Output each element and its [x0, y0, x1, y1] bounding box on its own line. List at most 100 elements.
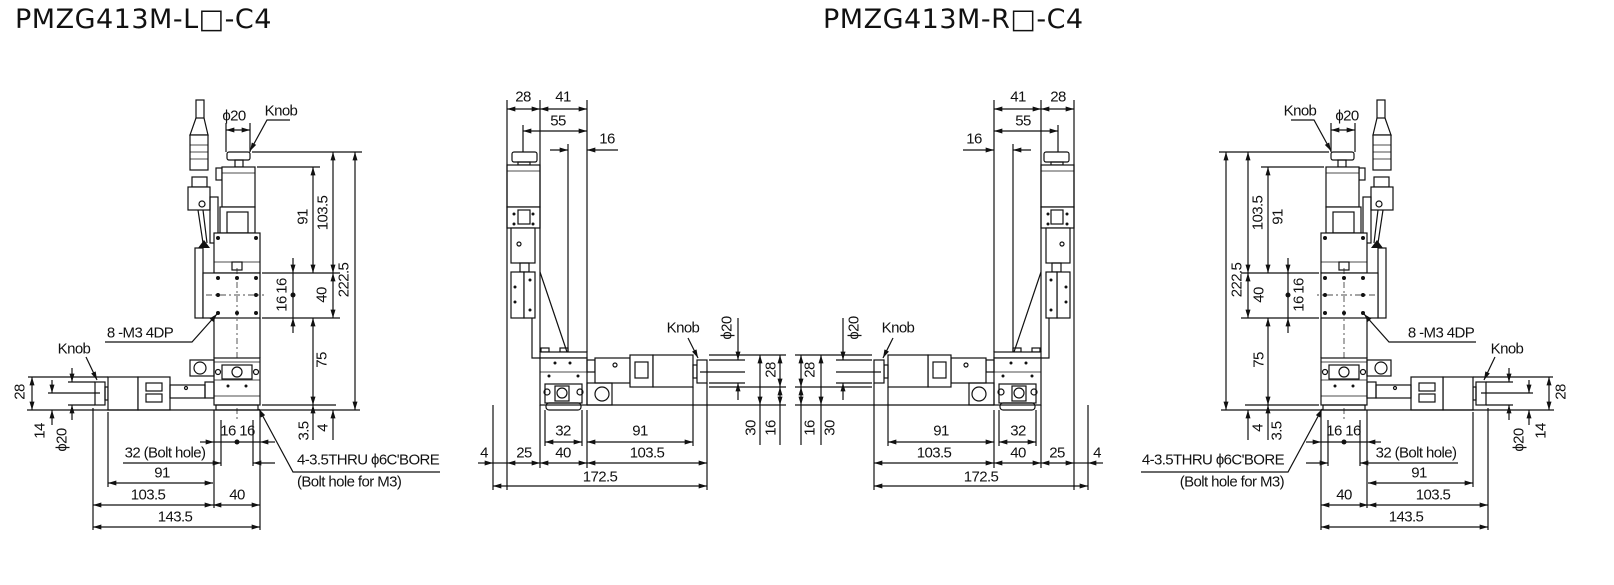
left-front-d3-5-label: 3.5	[296, 421, 313, 440]
right-front-d28-label: 28	[1553, 384, 1570, 400]
front-view-stage	[1317, 99, 1487, 420]
right-front-d222-5-label: 222.5	[1229, 262, 1246, 297]
right-side-knob-dia-label: ϕ20	[846, 316, 863, 340]
side-view-dimensions	[478, 100, 786, 490]
left-side-knob-label: Knob	[667, 320, 700, 337]
tapped-holes	[216, 276, 258, 315]
side-view-stage	[506, 151, 708, 411]
left-front-d14-label: 14	[32, 423, 49, 439]
cable	[1376, 99, 1386, 119]
right-side-b40-label: 40	[1010, 445, 1026, 462]
left-front-knob2-label: Knob	[58, 341, 91, 358]
right-side-t41-label: 41	[1010, 89, 1026, 106]
front-view-dimensions	[27, 119, 440, 530]
right-front-h40-label: 40	[1336, 487, 1352, 504]
right-front-d91-label: 91	[1270, 209, 1287, 225]
right-front-h143-5-label: 143.5	[1389, 509, 1424, 526]
left-front-bolt32-label: 32 (Bolt hole)	[125, 445, 206, 462]
left-front-h40-label: 40	[229, 487, 245, 504]
right-front-knob2-label: Knob	[1491, 341, 1524, 358]
motor	[221, 166, 256, 208]
left-side-b103-5-label: 103.5	[630, 445, 665, 462]
left-front-thru-label: 4-3.5THRU ϕ6C'BORE	[297, 452, 440, 469]
right-front-knob-label: Knob	[1284, 103, 1317, 120]
right-side-knob-label: Knob	[882, 320, 915, 337]
left-front-d91-label: 91	[295, 209, 312, 225]
right-side-r28-label: 28	[802, 362, 819, 378]
right-front-tapped-label: 8 -M3 4DP	[1408, 325, 1475, 342]
right-type-drawing	[795, 99, 1554, 530]
left-front-d28-label: 28	[12, 384, 29, 400]
left-front-h16a-label: 16	[220, 423, 236, 440]
left-front-d103-5-label: 103.5	[315, 195, 332, 230]
left-front-d75-label: 75	[314, 352, 331, 368]
right-side-b25-label: 25	[1049, 445, 1065, 462]
right-side-r16-label: 16	[802, 420, 819, 436]
right-front-d16a-label: 16	[1291, 296, 1308, 312]
left-side-b172-5-label: 172.5	[583, 469, 618, 486]
left-front-h16b-label: 16	[239, 423, 255, 440]
right-front-d3-5-label: 3.5	[1269, 421, 1286, 440]
right-front-d75-label: 75	[1251, 352, 1268, 368]
left-side-r28-label: 28	[763, 362, 780, 378]
knob	[1330, 151, 1355, 161]
right-side-b103-5-label: 103.5	[917, 445, 952, 462]
front-view-stage	[94, 99, 264, 420]
left-front-d16b-label: 16	[274, 278, 291, 294]
right-front-knob-dia-label: ϕ20	[1335, 108, 1359, 125]
left-front-h91-label: 91	[154, 465, 170, 482]
right-front-thru-note-label: (Bolt hole for M3)	[1180, 474, 1285, 491]
right-front-d14-label: 14	[1533, 423, 1550, 439]
lower-motor	[107, 376, 139, 411]
left-side-b40-label: 40	[555, 445, 571, 462]
right-front-h16a-label: 16	[1345, 423, 1361, 440]
right-front-d103-5-label: 103.5	[1250, 195, 1267, 230]
right-front-d40-label: 40	[1251, 287, 1268, 303]
right-front-knob2-dia-label: ϕ20	[1511, 428, 1528, 452]
left-front-knob-label: Knob	[265, 103, 298, 120]
left-type-drawing	[27, 99, 786, 530]
right-side-t28-label: 28	[1050, 89, 1066, 106]
right-side-b32-label: 32	[1010, 423, 1026, 440]
left-side-b25-label: 25	[516, 445, 532, 462]
left-side-t28-label: 28	[515, 89, 531, 106]
right-front-d16b-label: 16	[1291, 278, 1308, 294]
left-side-t16-label: 16	[599, 131, 615, 148]
right-side-t16-label: 16	[966, 131, 982, 148]
left-front-d222-5-label: 222.5	[336, 262, 353, 297]
left-front-thru-note-label: (Bolt hole for M3)	[297, 474, 402, 491]
left-front-h103-5-label: 103.5	[131, 487, 166, 504]
left-side-r30-label: 30	[743, 420, 760, 436]
left-model-title: PMZG413M-L□-C4	[15, 4, 272, 35]
left-side-t41-label: 41	[555, 89, 571, 106]
top-table	[202, 272, 261, 319]
left-side-b32-label: 32	[555, 423, 571, 440]
right-side-r30-label: 30	[822, 420, 839, 436]
left-side-b4-label: 4	[480, 445, 488, 462]
left-side-t55-label: 55	[550, 113, 566, 130]
left-front-d16a-label: 16	[274, 296, 291, 312]
right-front-h103-5-label: 103.5	[1416, 487, 1451, 504]
left-front-knob-dia-label: ϕ20	[222, 108, 246, 125]
right-front-h16b-label: 16	[1326, 423, 1342, 440]
left-front-h143-5-label: 143.5	[158, 509, 193, 526]
knob	[226, 151, 251, 161]
right-side-b91-label: 91	[933, 423, 949, 440]
front-view-dimensions	[1141, 119, 1554, 530]
side-view-stage	[873, 151, 1075, 411]
right-model-title: PMZG413M-R□-C4	[823, 4, 1084, 35]
cable-connector	[1372, 134, 1392, 171]
right-side-b4-label: 4	[1093, 445, 1101, 462]
right-front-bolt32-label: 32 (Bolt hole)	[1376, 445, 1457, 462]
right-front-h91-label: 91	[1411, 465, 1427, 482]
left-front-d40-label: 40	[314, 287, 331, 303]
side-view-dimensions	[795, 100, 1103, 490]
right-front-thru-label: 4-3.5THRU ϕ6C'BORE	[1142, 452, 1285, 469]
lower-motor	[1442, 376, 1474, 411]
left-side-knob-dia-label: ϕ20	[719, 316, 736, 340]
left-side-r16-label: 16	[763, 420, 780, 436]
cable-connector	[189, 134, 209, 171]
top-table	[1320, 272, 1379, 319]
